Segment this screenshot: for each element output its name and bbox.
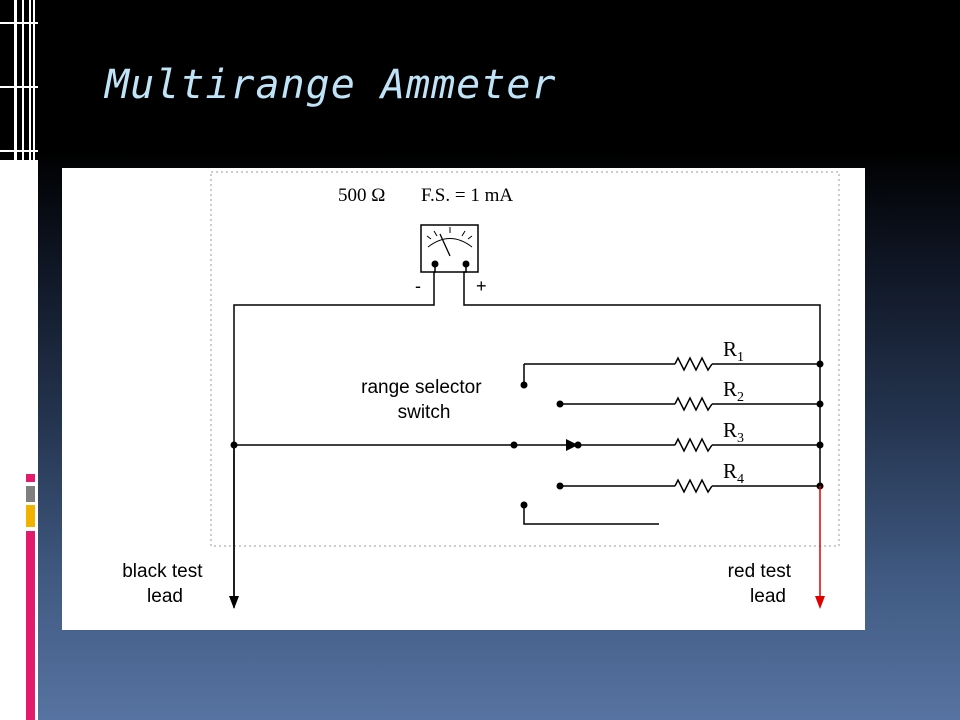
meter-full-scale-label: F.S. = 1 mA	[421, 185, 513, 206]
circuit-schematic: 500 Ω F.S. = 1 mA - +	[122, 171, 840, 609]
circuit-wires	[233, 264, 821, 606]
resistor-label-r3: R3	[723, 418, 744, 446]
red-lead-arrowhead-icon	[815, 596, 825, 609]
black-test-lead-label: black test lead	[122, 561, 208, 607]
meter-icon	[420, 224, 479, 273]
accent-bar-gold	[26, 505, 35, 527]
ammeter-diagram: 500 Ω F.S. = 1 mA - +	[62, 168, 865, 630]
resistor-label-r1: R1	[723, 337, 744, 365]
resistor-labels: R1 R2 R3 R4	[723, 337, 744, 487]
resistor-label-r2: R2	[723, 377, 744, 405]
resistor-r2-icon	[674, 396, 713, 412]
resistor-r4-icon	[674, 478, 713, 494]
dotted-frame	[210, 171, 840, 547]
resistor-r3-icon	[674, 437, 713, 453]
range-selector-switch-label: range selector switch	[361, 377, 487, 423]
black-lead-arrowhead-icon	[229, 596, 239, 609]
selector-arrow-icon	[514, 439, 578, 451]
meter-negative-terminal: -	[415, 276, 421, 296]
red-test-lead-label: red test lead	[728, 561, 797, 607]
window-panes-logo-icon	[0, 0, 38, 160]
resistor-label-r4: R4	[723, 459, 744, 487]
slide-title: Multirange Ammeter	[105, 62, 557, 108]
meter-resistance-label: 500 Ω	[338, 185, 385, 206]
resistor-r1-icon	[674, 356, 713, 372]
accent-bar-gray	[26, 486, 35, 502]
accent-bar-red-long	[26, 531, 35, 720]
junction-dots	[230, 360, 824, 509]
resistor-zigzags	[674, 356, 713, 494]
meter-positive-terminal: +	[476, 276, 487, 296]
accent-bar-red-top	[26, 474, 35, 482]
